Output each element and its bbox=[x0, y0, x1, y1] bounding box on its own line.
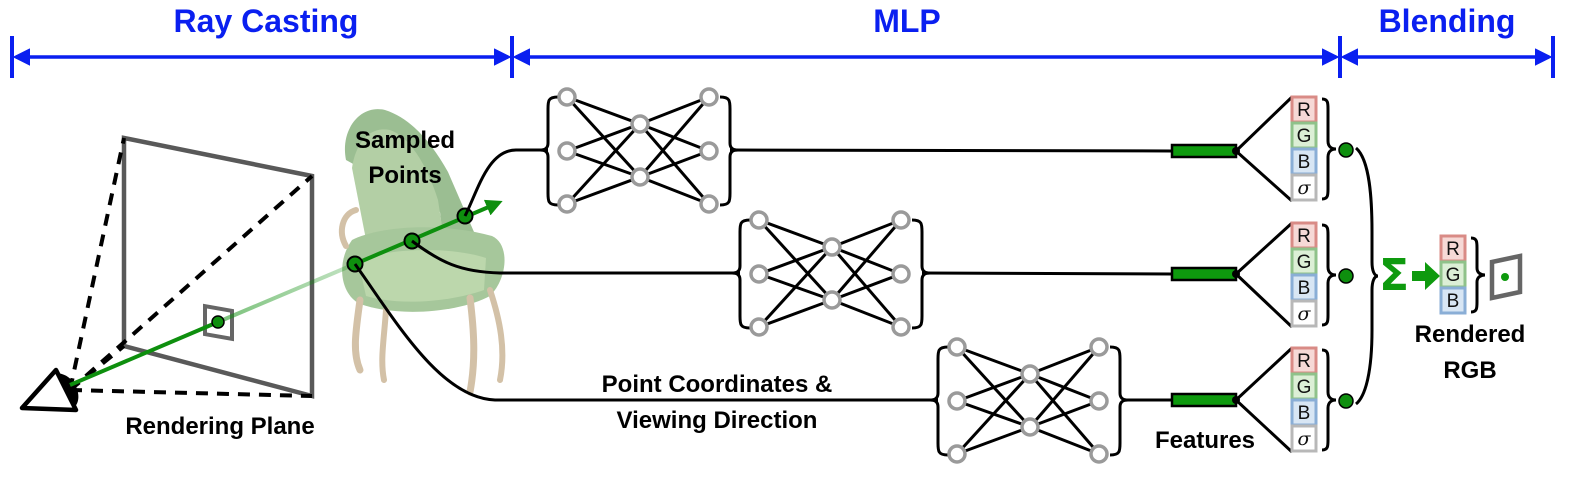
blending-stage: Σ R G B Rendered RGB bbox=[1338, 142, 1526, 409]
mlp-network-1 bbox=[539, 87, 739, 214]
eye-icon bbox=[19, 367, 79, 413]
channel-b: B bbox=[1298, 403, 1311, 424]
blend-arrow bbox=[1412, 262, 1440, 290]
summation-symbol: Σ bbox=[1379, 250, 1409, 301]
channel-g: G bbox=[1297, 377, 1312, 398]
camera-ray-faded bbox=[217, 262, 356, 324]
pixel-on-plane bbox=[203, 303, 234, 342]
stage-label-ray-casting: Ray Casting bbox=[174, 3, 359, 39]
label-features: Features bbox=[1155, 427, 1255, 454]
channel-r: R bbox=[1297, 351, 1311, 372]
label-rendering-plane: Rendering Plane bbox=[125, 413, 314, 440]
feature-output-3 bbox=[1170, 346, 1294, 454]
label-viewing-direction: Viewing Direction bbox=[617, 407, 818, 434]
channel-r: R bbox=[1297, 226, 1311, 247]
rgb-sigma-stack-2: R G B σ bbox=[1290, 221, 1337, 328]
stage-label-blending: Blending bbox=[1379, 3, 1516, 39]
feature-output-1 bbox=[1170, 95, 1294, 203]
channel-r: R bbox=[1297, 100, 1311, 121]
channel-b: B bbox=[1298, 278, 1311, 299]
pixel-center-point bbox=[211, 315, 225, 329]
label-rendered: Rendered bbox=[1415, 321, 1526, 348]
stage-header: Ray Casting MLP Blending bbox=[10, 3, 1555, 78]
label-point-coordinates: Point Coordinates & bbox=[602, 371, 833, 398]
blend-point-3 bbox=[1338, 393, 1354, 409]
camera-ray-front bbox=[354, 199, 503, 266]
feature-bar bbox=[1170, 392, 1238, 408]
channel-g: G bbox=[1446, 265, 1461, 286]
mlp-network-2 bbox=[731, 210, 931, 337]
blend-point-1 bbox=[1338, 142, 1354, 158]
label-sampled-points-line1: Sampled bbox=[355, 127, 455, 154]
channel-b: B bbox=[1298, 152, 1311, 173]
feature-bar bbox=[1170, 143, 1238, 159]
blend-bracket bbox=[1354, 146, 1379, 406]
rgb-sigma-stack-3: R G B σ bbox=[1290, 346, 1337, 453]
mlp-network-3 bbox=[929, 337, 1129, 464]
ray-casting-scene: Sampled Points Rendering Plane bbox=[19, 109, 506, 440]
feature-output-2 bbox=[1170, 221, 1294, 329]
feature-bar bbox=[1170, 266, 1238, 282]
camera-ray bbox=[69, 320, 219, 387]
view-frustum bbox=[68, 137, 314, 398]
channel-sigma: σ bbox=[1298, 177, 1312, 199]
connection-lines bbox=[353, 148, 1173, 402]
blend-point-2 bbox=[1338, 268, 1354, 284]
channel-r: R bbox=[1446, 239, 1460, 260]
pixel-icon bbox=[1489, 253, 1523, 301]
channel-b: B bbox=[1447, 291, 1460, 312]
channel-sigma: σ bbox=[1298, 303, 1312, 325]
chair-image bbox=[338, 109, 506, 396]
rendering-plane bbox=[121, 135, 315, 399]
rgb-sigma-stack-1: R G B σ bbox=[1290, 95, 1337, 202]
label-sampled-points-line2: Points bbox=[368, 162, 441, 189]
rendered-rgb-stack: R G B bbox=[1439, 234, 1486, 315]
stage-label-mlp: MLP bbox=[873, 3, 941, 39]
channel-g: G bbox=[1297, 252, 1312, 273]
label-rgb: RGB bbox=[1443, 357, 1496, 384]
channel-g: G bbox=[1297, 126, 1312, 147]
channel-sigma: σ bbox=[1298, 428, 1312, 450]
